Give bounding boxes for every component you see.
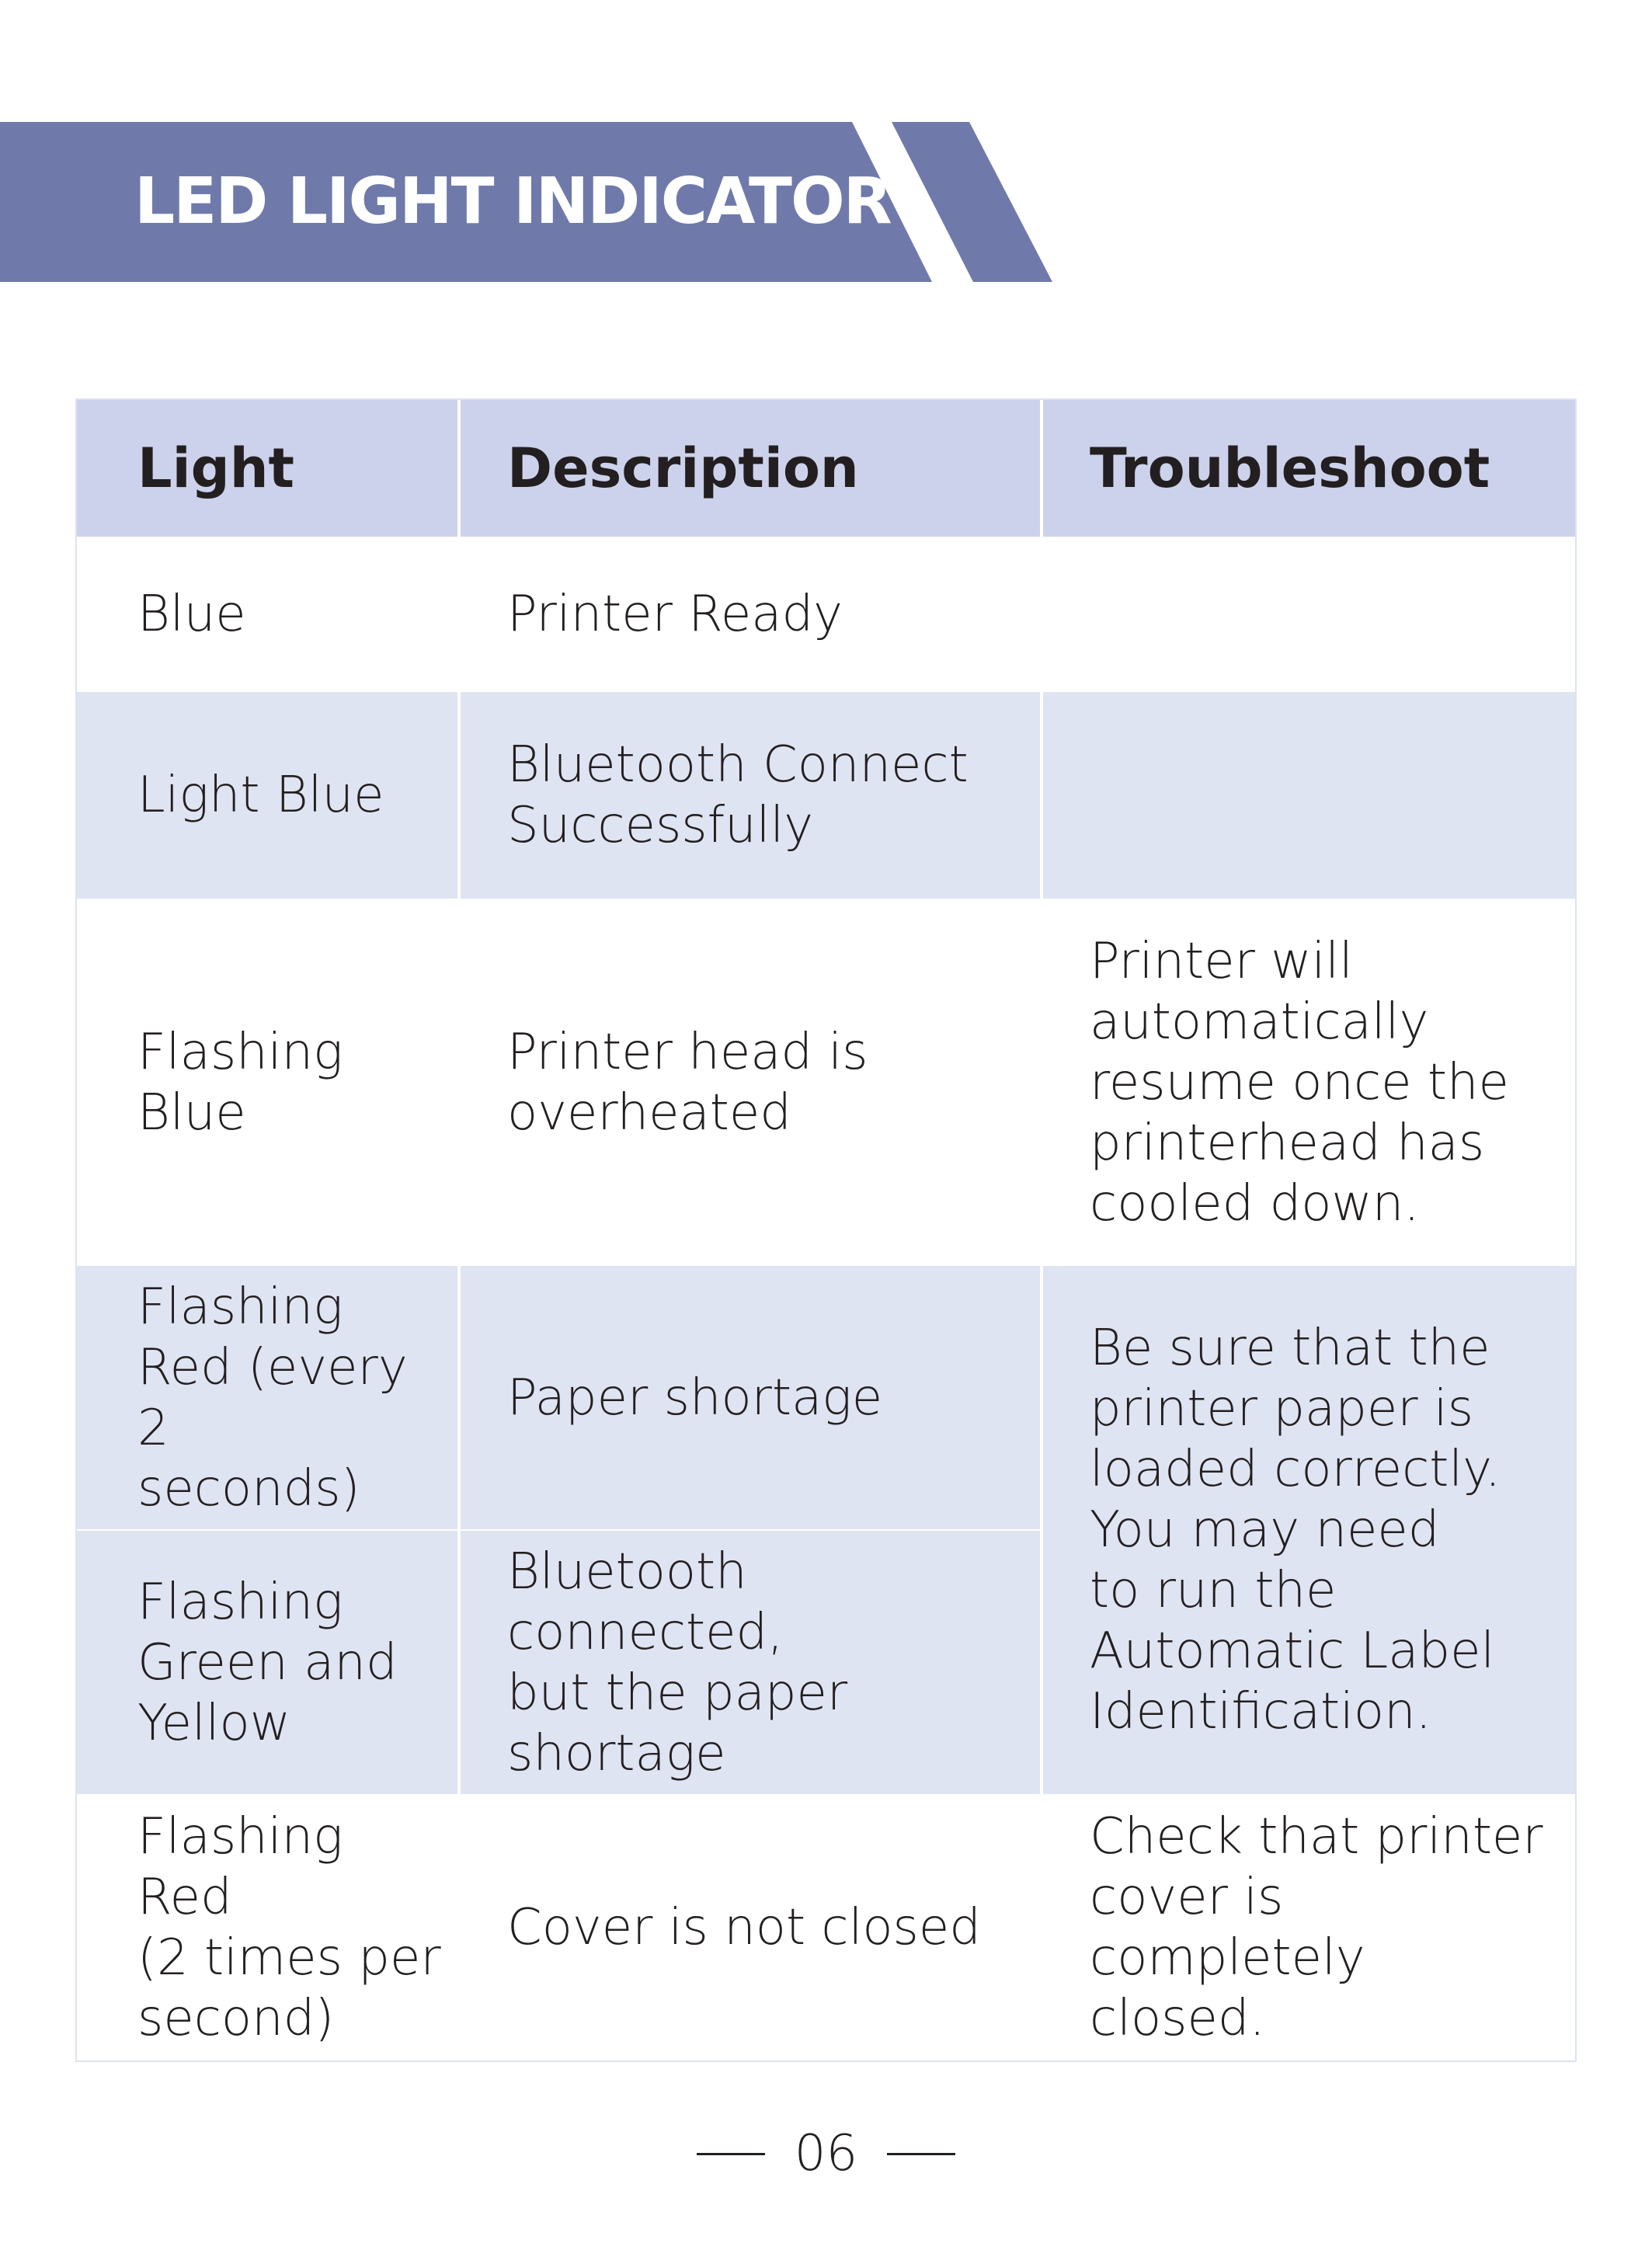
table-cell-light: Flashing Red (2 times per second) xyxy=(77,1794,457,2060)
table-cell-troubleshoot xyxy=(1043,692,1575,899)
table-cell-troubleshoot: Be sure that the printer paper is loaded… xyxy=(1043,1266,1575,1794)
column-header-light: Light xyxy=(77,400,457,537)
table-cell-light: Flashing Green and Yellow xyxy=(77,1531,457,1794)
column-header-description: Description xyxy=(461,400,1040,537)
divider xyxy=(887,2152,956,2155)
table-cell-description: Cover is not closed xyxy=(461,1794,1040,2060)
divider xyxy=(696,2152,765,2155)
table-cell-light: Light Blue xyxy=(77,692,457,899)
led-indicator-table: Light Description Troubleshoot Blue Prin… xyxy=(75,398,1577,2062)
table-cell-description: Bluetooth Connect Successfully xyxy=(461,692,1040,899)
page-number-text: 06 xyxy=(794,2125,858,2182)
table-cell-description: Printer Ready xyxy=(461,537,1040,692)
table-cell-troubleshoot: Check that printer cover is completely c… xyxy=(1043,1794,1575,2060)
section-banner: LED LIGHT INDICATOR xyxy=(0,122,1056,282)
table-cell-description: Paper shortage xyxy=(461,1266,1040,1529)
table-cell-troubleshoot: Printer will automatically resume once t… xyxy=(1043,899,1575,1266)
column-header-troubleshoot: Troubleshoot xyxy=(1043,400,1575,537)
banner-shape xyxy=(0,122,1052,282)
table-cell-description: Bluetooth connected, but the paper short… xyxy=(461,1531,1040,1794)
table-cell-description: Printer head is overheated xyxy=(461,899,1040,1266)
page-title: LED LIGHT INDICATOR xyxy=(134,165,892,238)
table-cell-light: Blue xyxy=(77,537,457,692)
page-number: 06 xyxy=(0,2119,1652,2189)
table-cell-troubleshoot xyxy=(1043,537,1575,692)
table-cell-light: Flashing Red (every 2 seconds) xyxy=(77,1266,457,1529)
table-cell-light: Flashing Blue xyxy=(77,899,457,1266)
